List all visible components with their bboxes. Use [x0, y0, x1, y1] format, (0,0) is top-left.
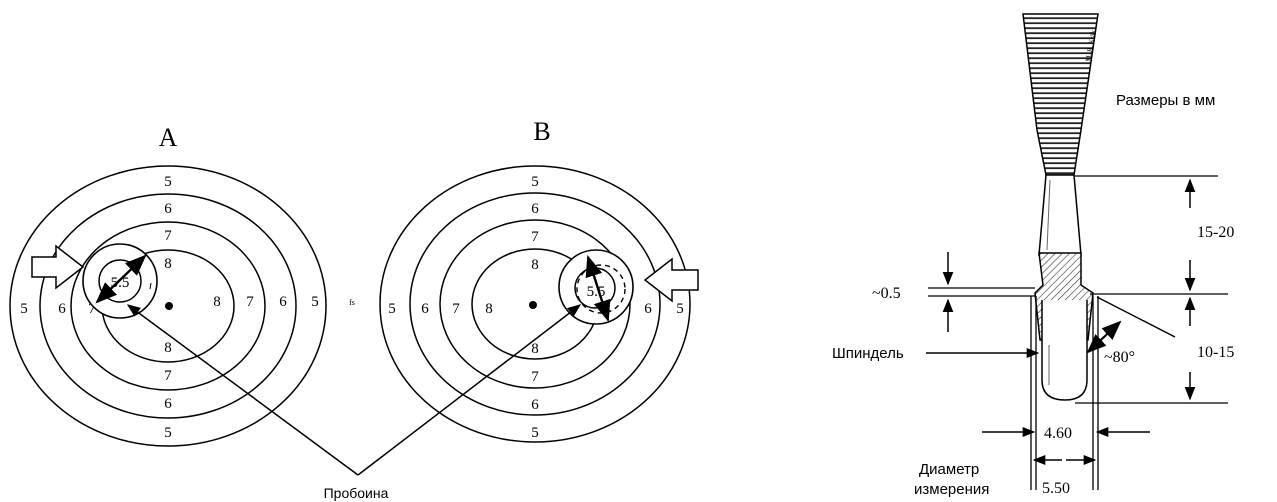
ring-label-bottom: 8 — [164, 340, 172, 356]
ring-6 — [39, 193, 297, 419]
ring-5 — [9, 165, 327, 447]
target-a-center-dot — [165, 302, 173, 310]
ring-5 — [379, 165, 691, 443]
ring-label-left: 6 — [58, 301, 66, 317]
ring-label-bottom: 6 — [531, 397, 539, 413]
ring-label-bottom: 7 — [531, 369, 539, 385]
ring-7 — [439, 219, 631, 389]
ring-label-left: 8 — [485, 301, 493, 317]
ring-label-top: 7 — [531, 229, 539, 245]
ring-label-top: 8 — [531, 257, 539, 273]
target-b-label: B — [533, 117, 550, 146]
spindle — [1041, 300, 1088, 401]
measure-label-line1: Диаметр — [919, 461, 979, 478]
dim-lower: 10-15 — [1197, 344, 1234, 361]
leader-to-a — [126, 304, 359, 476]
ring-label-bottom: 8 — [531, 341, 539, 357]
ring-label-left: 5 — [388, 301, 396, 317]
hole-caption: Пробоина — [324, 485, 389, 501]
hollow-arrow-icon — [31, 244, 85, 290]
ring-label-top: 5 — [531, 174, 539, 190]
angle-arc — [1086, 320, 1122, 354]
units-note: Размеры в мм — [1116, 92, 1215, 109]
ring-label-top: 7 — [164, 228, 172, 244]
dim-step: ~0.5 — [872, 285, 901, 302]
ring-label-right: 8 — [213, 294, 221, 310]
ring-label-left: 6 — [421, 301, 429, 317]
target-b-center-dot — [529, 301, 537, 309]
stray-mark: fs — [349, 298, 355, 307]
ring-6 — [409, 192, 661, 416]
dim-upper: 15-20 — [1197, 224, 1234, 241]
ring-label-left: 7 — [452, 301, 460, 317]
angle-label: ~80° — [1104, 349, 1135, 366]
ring-label-right: 5 — [311, 294, 319, 310]
hole-callout: Пробоина — [126, 304, 582, 501]
ring-label-right: 5 — [676, 301, 684, 317]
ring-label-right: 7 — [246, 294, 254, 310]
measure-width: 5.50 — [1042, 480, 1070, 497]
target-b: B 5 6 7 8 8 7 6 5 5 6 7 8 6 5 5.5 — [379, 117, 699, 443]
hollow-arrow-icon — [643, 257, 699, 303]
threaded-handle — [1022, 13, 1099, 176]
ring-label-top: 5 — [164, 174, 172, 190]
ring-label-bottom: 6 — [164, 396, 172, 412]
spindle-width: 4.60 — [1044, 425, 1072, 442]
ring-label-right: 6 — [279, 294, 287, 310]
gauge-tool: M. R. Kräk 15-20 10-15 ~0.5 — [832, 13, 1234, 498]
spindle-label: Шпиндель — [832, 345, 904, 362]
gauge-arrow — [585, 254, 611, 323]
gauge-arrow — [95, 254, 147, 304]
ring-label-bottom: 5 — [164, 425, 172, 441]
target-a: A 5 6 7 8 8 7 6 5 5 6 7 8 7 6 5 fs 5.5 — [9, 123, 355, 447]
gauge-value: 5.5 — [111, 275, 130, 291]
ring-label-left: 7 — [88, 301, 96, 317]
stray-tick — [149, 282, 152, 290]
target-a-label: A — [159, 123, 178, 152]
shank — [1038, 174, 1082, 256]
gauge-value: 5.5 — [587, 284, 606, 300]
measure-label-line2: измерения — [914, 481, 989, 498]
leader-to-b — [357, 304, 582, 476]
ring-label-left: 5 — [20, 301, 28, 317]
ring-label-top: 6 — [164, 201, 172, 217]
ring-label-bottom: 5 — [531, 425, 539, 441]
ring-label-top: 6 — [531, 201, 539, 217]
angle-line — [1096, 296, 1176, 338]
ring-label-top: 8 — [164, 256, 172, 272]
ring-label-right: 6 — [644, 301, 652, 317]
shank-highlight — [1046, 179, 1051, 251]
ring-label-bottom: 7 — [164, 368, 172, 384]
ring-7 — [70, 221, 266, 391]
